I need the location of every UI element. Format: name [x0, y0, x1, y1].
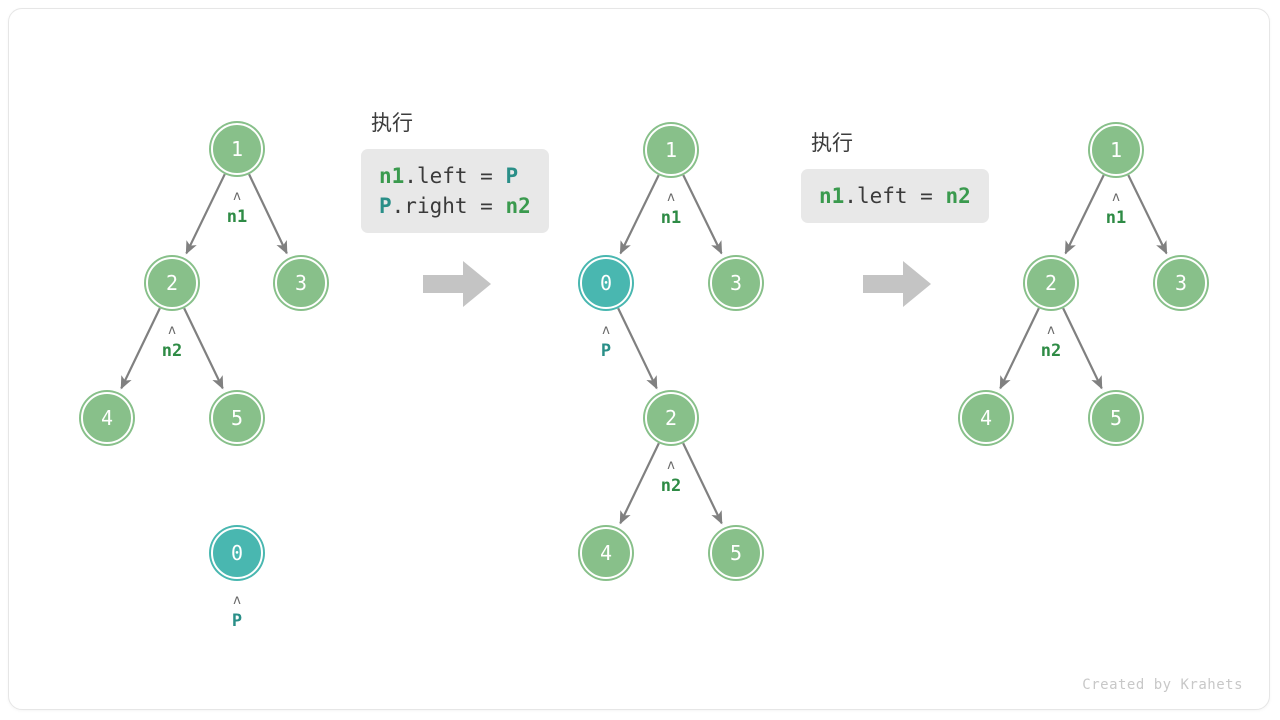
tree-node: 3 [710, 257, 762, 309]
caret-icon: ʌ [602, 323, 610, 338]
pointer-name: n1 [226, 207, 248, 227]
tree-node: 5 [1090, 392, 1142, 444]
code-token: n1 [379, 164, 405, 188]
code-token: P [505, 164, 519, 188]
flow-arrow-icon [861, 258, 933, 310]
tree-node: 4 [960, 392, 1012, 444]
code-block: n1.left = n2 [801, 169, 989, 223]
code-token: .left = [844, 184, 946, 208]
tree-node-value: 4 [599, 541, 613, 565]
exec-label: 执行 [811, 131, 853, 155]
tree-node: 5 [710, 527, 762, 579]
pointer-label-n1: ʌ n1 [1081, 190, 1151, 229]
pointer-name: n2 [1040, 341, 1062, 361]
code-token: .left = [404, 164, 506, 188]
pointer-name: n1 [660, 208, 682, 228]
tree-node: 2 [645, 392, 697, 444]
tree-node-value: 2 [664, 406, 678, 430]
tree-node-value: 5 [1109, 406, 1123, 430]
tree-node: 2 [1025, 257, 1077, 309]
tree-node: 2 [146, 257, 198, 309]
tree-node-value: 3 [1174, 271, 1188, 295]
tree-node-value: 2 [165, 271, 179, 295]
tree-node-value: 3 [729, 271, 743, 295]
tree-node-value: 4 [100, 406, 114, 430]
pointer-name: n1 [1105, 208, 1127, 228]
code-token: n2 [945, 184, 971, 208]
code-line: P.right = n2 [379, 191, 531, 221]
flow-arrow-icon [421, 258, 493, 310]
pointer-name: n2 [161, 341, 183, 361]
tree-node-value: 1 [1109, 138, 1123, 162]
code-token: .right = [391, 194, 506, 218]
code-token: n1 [819, 184, 845, 208]
tree-node: 1 [645, 124, 697, 176]
caret-icon: ʌ [233, 189, 241, 204]
pointer-label-n1: ʌ n1 [202, 189, 272, 228]
tree-node-value: 5 [729, 541, 743, 565]
tree-node: 4 [81, 392, 133, 444]
pointer-label-n2: ʌ n2 [1016, 323, 1086, 362]
caret-icon: ʌ [168, 323, 176, 338]
code-line: n1.left = n2 [819, 181, 971, 211]
pointer-label-n1: ʌ n1 [636, 190, 706, 229]
pointer-name: P [231, 611, 243, 631]
tree-node-value: 2 [1044, 271, 1058, 295]
tree-node: 0 [580, 257, 632, 309]
caret-icon: ʌ [1112, 190, 1120, 205]
pointer-label-n2: ʌ n2 [636, 458, 706, 497]
tree-node: 1 [1090, 124, 1142, 176]
tree-node: 4 [580, 527, 632, 579]
tree-node-value: 0 [230, 541, 244, 565]
tree-node: 5 [211, 392, 263, 444]
tree-node-value: 4 [979, 406, 993, 430]
tree-node: 0 [211, 527, 263, 579]
tree-node: 1 [211, 123, 263, 175]
tree-node: 3 [1155, 257, 1207, 309]
code-token: n2 [505, 194, 531, 218]
exec-label: 执行 [371, 111, 413, 135]
tree-node-value: 1 [230, 137, 244, 161]
tree-node-value: 0 [599, 271, 613, 295]
code-token: P [379, 194, 392, 218]
caret-icon: ʌ [1047, 323, 1055, 338]
code-line: n1.left = P [379, 161, 531, 191]
pointer-name: P [600, 341, 612, 361]
caret-icon: ʌ [667, 190, 675, 205]
tree-node-value: 1 [664, 138, 678, 162]
tree-node: 3 [275, 257, 327, 309]
tree-node-value: 5 [230, 406, 244, 430]
pointer-label-n2: ʌ n2 [137, 323, 207, 362]
caret-icon: ʌ [667, 458, 675, 473]
pointer-name: n2 [660, 476, 682, 496]
credit-text: Created by Krahets [1082, 677, 1243, 693]
caret-icon: ʌ [233, 593, 241, 608]
tree-node-value: 3 [294, 271, 308, 295]
